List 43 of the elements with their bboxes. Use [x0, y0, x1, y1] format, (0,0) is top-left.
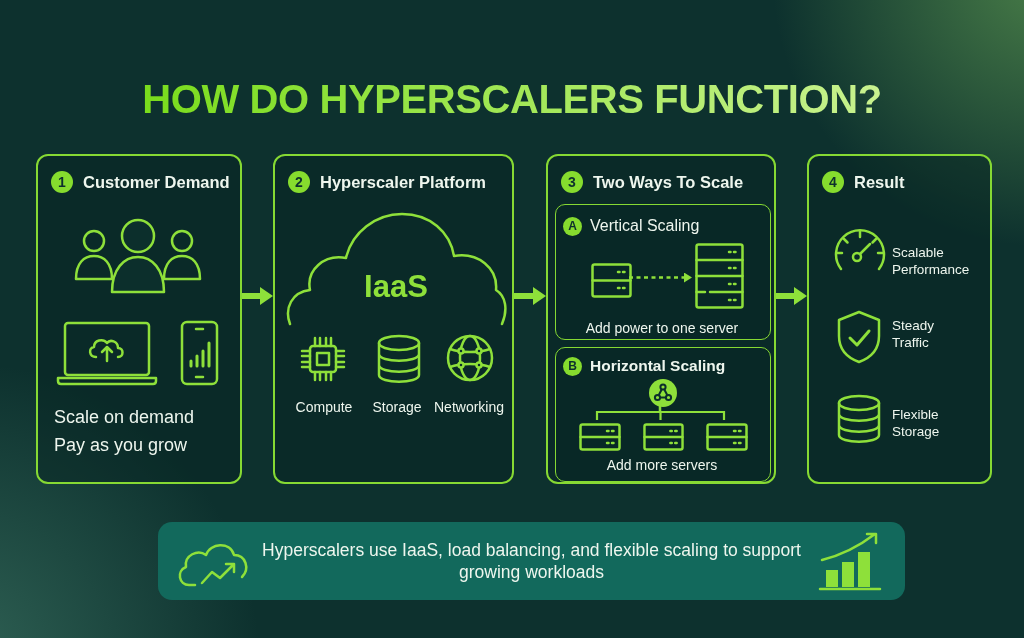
summary-text: Hyperscalers use IaaS, load balancing, and flexible scaling to support growing workloads: [261, 539, 802, 583]
scaling-panel: [555, 347, 771, 482]
summary-banner: [158, 522, 905, 600]
step-panel: [36, 154, 242, 484]
result-text: Scalable Performance: [892, 244, 970, 278]
step-panel: [546, 154, 776, 484]
arrow: [242, 287, 273, 305]
panel-text: Pay as you grow: [54, 434, 188, 457]
panel-text: Scale on demand: [54, 406, 195, 429]
panel-heading: Two Ways To Scale: [593, 172, 744, 193]
server-icon: [591, 263, 632, 298]
icon-caption: Networking: [434, 398, 504, 416]
scaling-heading: Vertical Scaling: [590, 216, 700, 236]
step-badge: A: [563, 217, 582, 236]
arrow: [514, 287, 546, 305]
server-icon: [643, 423, 684, 451]
panel-heading: Hyperscaler Platform: [320, 172, 486, 193]
connector-line: [658, 404, 726, 420]
network-icon: [649, 379, 677, 407]
icon-caption: Compute: [295, 398, 353, 416]
step-badge: 3: [561, 171, 583, 193]
step-badge: 1: [51, 171, 73, 193]
server-icon: [579, 423, 621, 451]
dashed-arrow: [629, 272, 692, 283]
scaling-caption: Add power to one server: [584, 319, 740, 337]
scaling-heading: Horizontal Scaling: [590, 356, 726, 376]
step-badge: 2: [288, 171, 310, 193]
step-badge: B: [563, 357, 582, 376]
cloud-shape: [284, 210, 508, 326]
step-panel: [807, 154, 992, 484]
panel-heading: Customer Demand: [83, 172, 230, 193]
scaling-caption: Add more servers: [605, 456, 719, 474]
cloud-label: IaaS: [363, 268, 429, 306]
server-icon: [706, 423, 748, 451]
arrow: [776, 287, 807, 305]
result-text: Flexible Storage: [892, 406, 940, 440]
server-icon: [695, 243, 744, 309]
step-panel: [273, 154, 514, 484]
icon-caption: Storage: [372, 398, 422, 416]
panel-heading: Result: [854, 172, 905, 193]
step-badge: 4: [822, 171, 844, 193]
scaling-panel: [555, 204, 771, 340]
result-text: Steady Traffic: [892, 317, 935, 351]
